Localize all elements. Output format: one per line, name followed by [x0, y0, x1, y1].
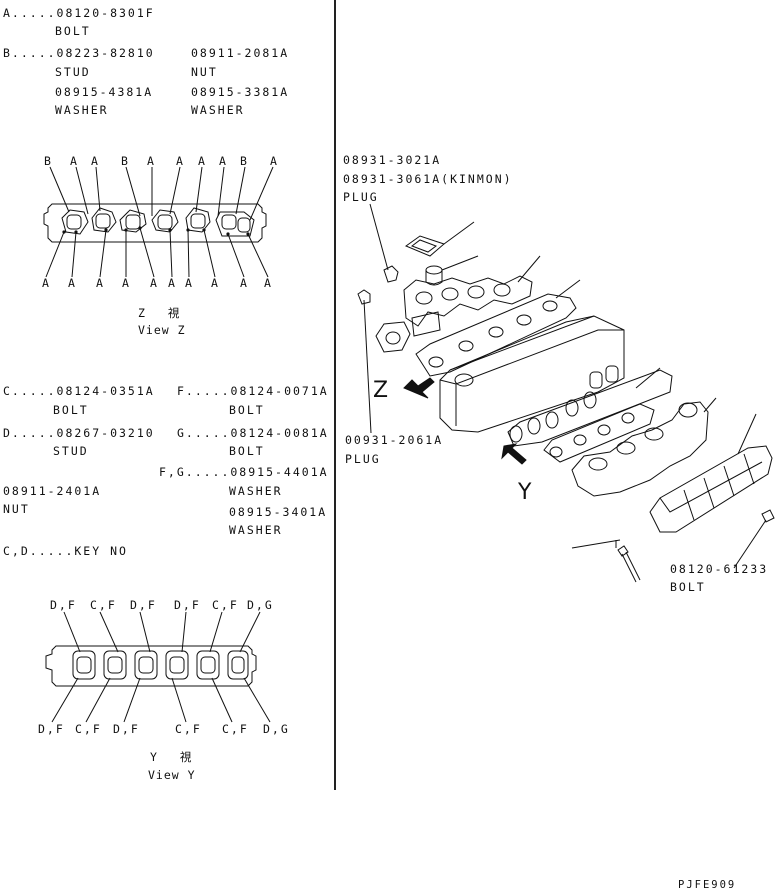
legend-fg-part: F,G.....08915-4401A	[159, 465, 329, 479]
view-y-top-label: D,F	[130, 598, 157, 612]
legend-b-name: STUD	[55, 65, 91, 79]
legend-washer1-name: WASHER	[55, 103, 109, 117]
drawing-code: PJFE909	[678, 879, 737, 891]
view-z-top-label: A	[70, 154, 79, 168]
legend-nut-name: NUT	[191, 65, 218, 79]
view-z-gasket	[44, 167, 273, 277]
view-z-top-label: A	[198, 154, 207, 168]
panel-divider	[334, 0, 336, 790]
legend-key-no: C,D.....KEY NO	[3, 544, 128, 558]
exploded-manifold-assembly	[358, 204, 774, 582]
view-z-bottom-label: A	[240, 276, 249, 290]
view-z-bottom-label: A	[42, 276, 51, 290]
view-z-caption-en: View Z	[138, 323, 186, 337]
legend-a-name: BOLT	[55, 24, 91, 38]
view-y-bottom-label: C,F	[75, 722, 102, 736]
view-y-top-label: D,F	[174, 598, 201, 612]
legend-washer3-part: 08915-3401A	[229, 505, 328, 519]
legend-g-part: G.....08124-0081A	[177, 426, 329, 440]
view-y-bottom-label: D,G	[263, 722, 290, 736]
legend-nut-part: 08911-2081A	[191, 46, 290, 60]
legend-d-name: STUD	[53, 444, 89, 458]
legend-washer3-name: WASHER	[229, 523, 283, 537]
view-z-bottom-label: A	[264, 276, 273, 290]
bolt-part: 08120-61233	[670, 562, 769, 576]
view-y-top-label: C,F	[212, 598, 239, 612]
view-z-bottom-label: A	[122, 276, 131, 290]
legend-fg-name: WASHER	[229, 484, 283, 498]
view-z-bottom-label: A	[96, 276, 105, 290]
view-z-top-label: B	[121, 154, 130, 168]
view-z-top-label: A	[147, 154, 156, 168]
view-y-caption-jp: Y 視	[150, 750, 200, 764]
view-z-bottom-label: A	[150, 276, 159, 290]
plug-name-1: PLUG	[343, 190, 379, 204]
legend-f-name: BOLT	[229, 403, 265, 417]
legend-washer2-name: WASHER	[191, 103, 245, 117]
view-z-top-label: B	[44, 154, 53, 168]
plug-part-2: 08931-3061A(KINMON)	[343, 172, 513, 186]
plug-name-2: PLUG	[345, 452, 381, 466]
view-z-top-label: A	[270, 154, 279, 168]
view-y-top-label: C,F	[90, 598, 117, 612]
view-z-bottom-label: A	[68, 276, 77, 290]
legend-a-part: A.....08120-8301F	[3, 6, 155, 20]
view-y-bottom-label: C,F	[222, 722, 249, 736]
view-z-top-label: B	[240, 154, 249, 168]
view-z-bottom-label: A	[168, 276, 177, 290]
arrow-z-label: Z	[373, 378, 389, 403]
view-y-top-label: D,G	[247, 598, 274, 612]
legend-f-part: F.....08124-0071A	[177, 384, 329, 398]
view-y-gasket	[46, 612, 270, 722]
arrow-y-label: Y	[518, 480, 532, 505]
view-z-caption-jp: Z 視	[138, 306, 188, 320]
view-z-top-label: A	[91, 154, 100, 168]
view-y-bottom-label: C,F	[175, 722, 202, 736]
view-z-top-label: A	[176, 154, 185, 168]
view-y-caption-en: View Y	[148, 768, 196, 782]
plug-part-3: 00931-2061A	[345, 433, 444, 447]
legend-nut2-name: NUT	[3, 502, 30, 516]
bolt-name: BOLT	[670, 580, 706, 594]
legend-c-name: BOLT	[53, 403, 89, 417]
legend-washer2-part: 08915-3381A	[191, 85, 290, 99]
legend-nut2-part: 08911-2401A	[3, 484, 102, 498]
legend-d-part: D.....08267-03210	[3, 426, 155, 440]
view-y-bottom-label: D,F	[38, 722, 65, 736]
view-y-top-label: D,F	[50, 598, 77, 612]
legend-c-part: C.....08124-0351A	[3, 384, 155, 398]
legend-b-part: B.....08223-82810	[3, 46, 155, 60]
plug-part-1: 08931-3021A	[343, 153, 442, 167]
view-y-bottom-label: D,F	[113, 722, 140, 736]
view-z-top-label: A	[219, 154, 228, 168]
legend-g-name: BOLT	[229, 444, 265, 458]
legend-washer1-part: 08915-4381A	[55, 85, 154, 99]
view-z-bottom-label: A	[185, 276, 194, 290]
view-z-bottom-label: A	[211, 276, 220, 290]
